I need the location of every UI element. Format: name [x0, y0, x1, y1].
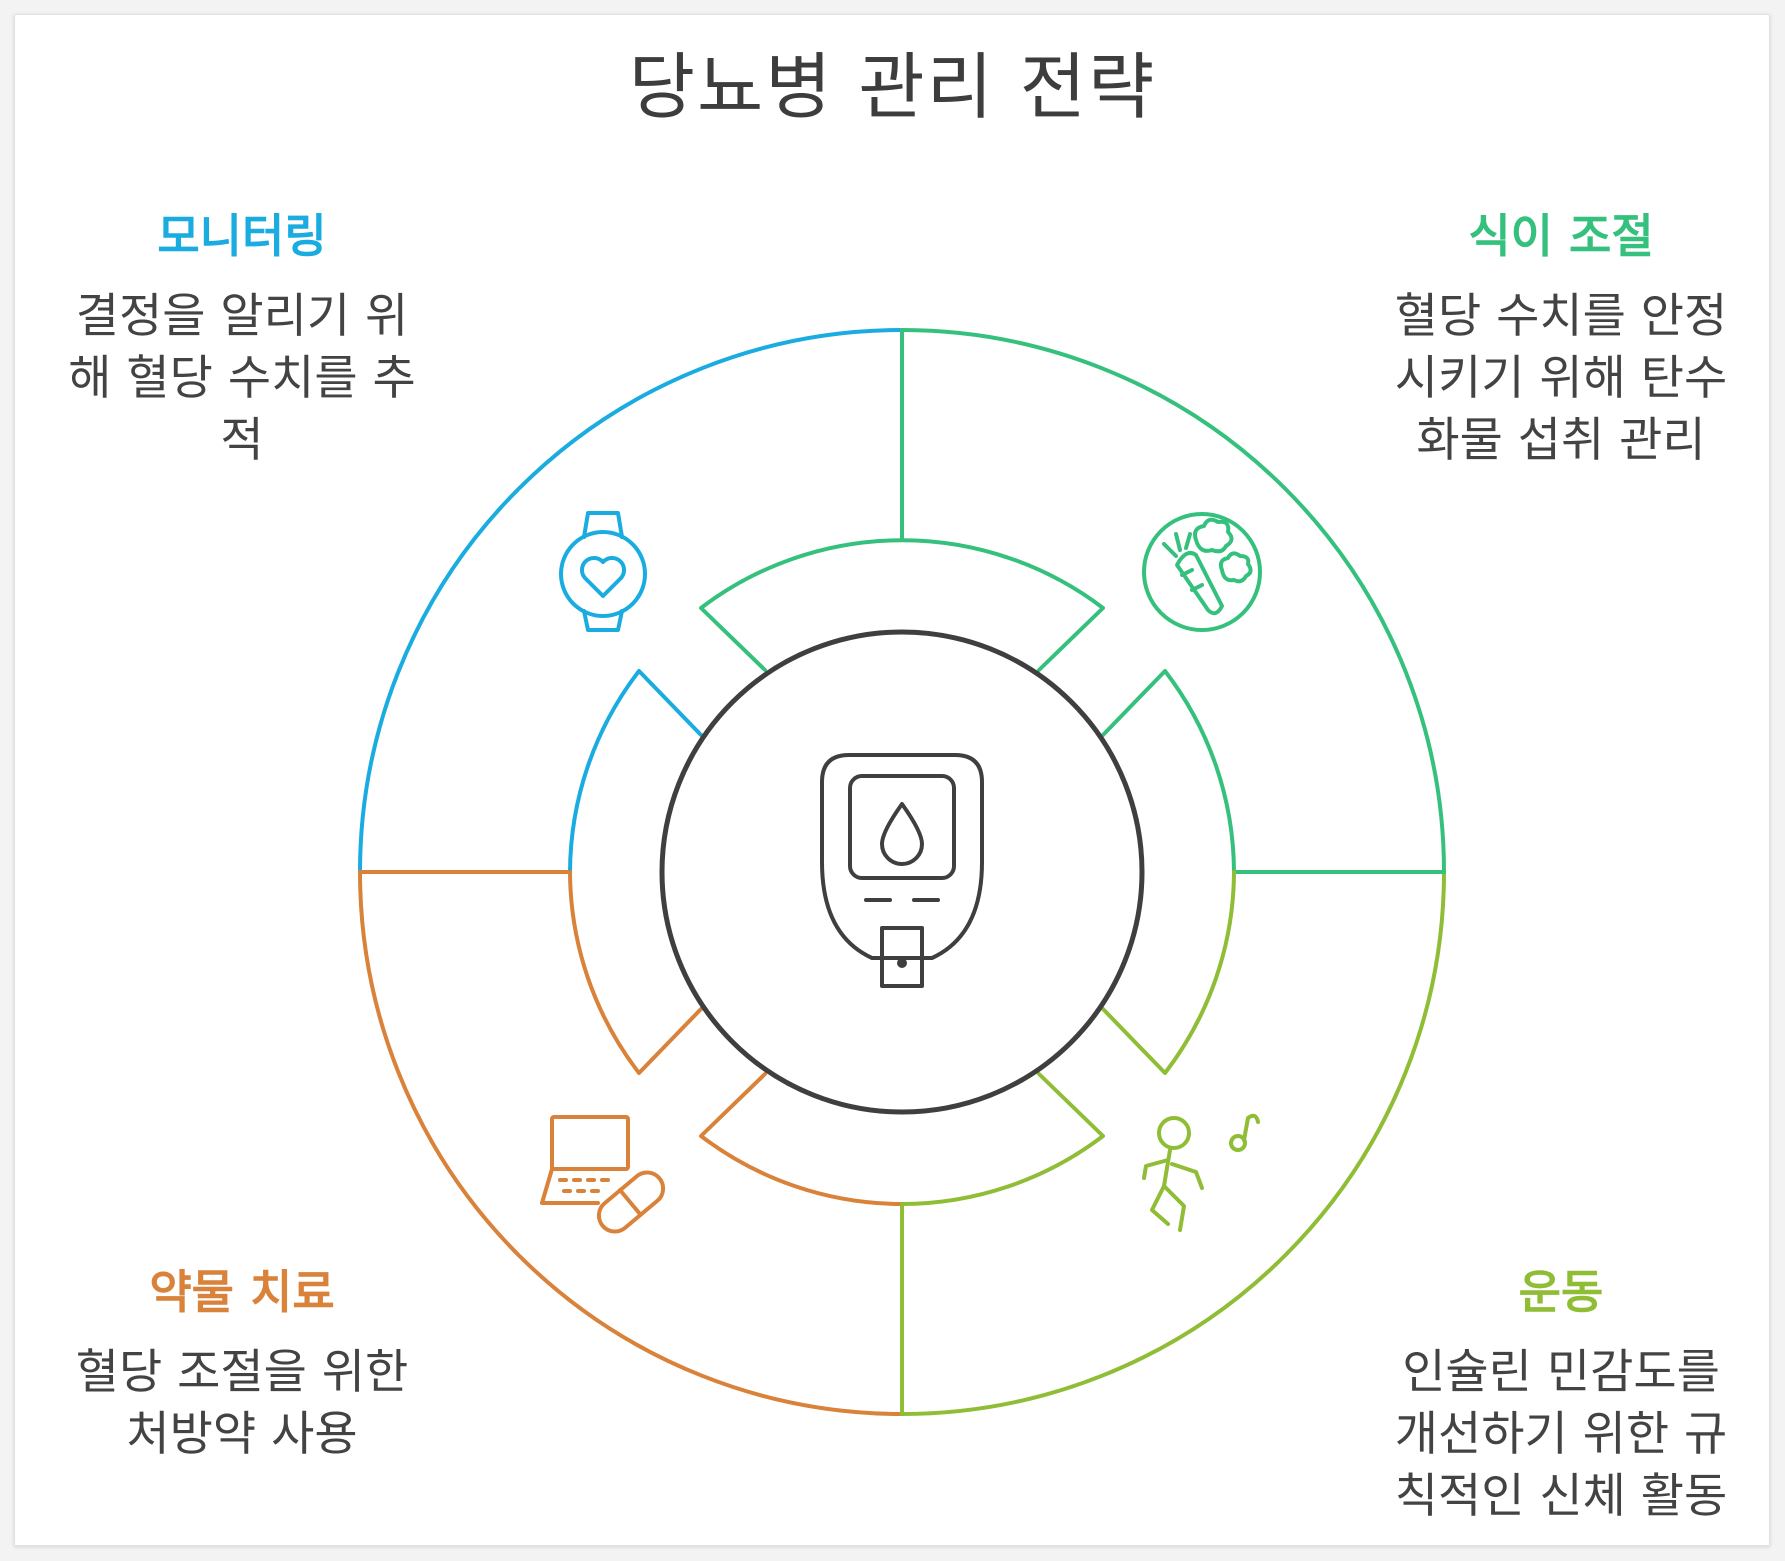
- exercise-desc-line: 인슐린 민감도를: [1402, 1345, 1720, 1400]
- laptop-pill-icon: [540, 1115, 666, 1234]
- exercise-desc-line: 칙적인 신체 활동: [1394, 1469, 1728, 1524]
- outer-arc-exercise: [900, 870, 1446, 1416]
- monitoring-desc-line: 해 혈당 수치를 추: [68, 351, 416, 406]
- inner-segment-right: [1101, 669, 1236, 874]
- glucose-meter-icon: [820, 753, 984, 988]
- outer-arc-diet: [900, 328, 1446, 874]
- smartwatch-heart-icon: [559, 511, 647, 632]
- quadrant-diet: 식이 조절 혈당 수치를 안정 시키기 위해 탄수 화물 섭취 관리: [1366, 206, 1756, 472]
- diet-desc-line: 혈당 수치를 안정: [1394, 289, 1728, 344]
- quadrant-monitoring: 모니터링 결정을 알리기 위 해 혈당 수치를 추 적: [32, 206, 452, 472]
- monitoring-heading: 모니터링: [157, 209, 327, 263]
- diet-description: 혈당 수치를 안정 시키기 위해 탄수 화물 섭취 관리: [1366, 286, 1756, 472]
- outer-arc-monitoring: [358, 328, 904, 874]
- medication-desc-line: 혈당 조절을 위한: [75, 1345, 409, 1400]
- page-title: 당뇨병 관리 전략: [628, 45, 1157, 129]
- monitoring-desc-line: 적: [220, 413, 264, 468]
- exercise-heading: 운동: [1518, 1265, 1604, 1319]
- medication-desc-line: 처방약 사용: [126, 1407, 358, 1462]
- dancing-person-icon: [1142, 1113, 1260, 1232]
- medication-heading: 약물 치료: [149, 1265, 335, 1319]
- diet-heading: 식이 조절: [1468, 209, 1654, 263]
- center-circle: [659, 629, 1145, 1115]
- medication-description: 혈당 조절을 위한 처방약 사용: [32, 1342, 452, 1466]
- monitoring-description: 결정을 알리기 위 해 혈당 수치를 추 적: [32, 286, 452, 472]
- diet-desc-line: 화물 섭취 관리: [1416, 413, 1706, 468]
- inner-segment-bottom-left: [699, 1072, 904, 1206]
- exercise-description: 인슐린 민감도를 개선하기 위한 규 칙적인 신체 활동: [1366, 1342, 1756, 1528]
- exercise-desc-line: 개선하기 위한 규: [1394, 1407, 1728, 1462]
- quadrant-medication: 약물 치료 혈당 조절을 위한 처방약 사용: [32, 1262, 452, 1466]
- outer-arc-medication: [358, 870, 904, 1416]
- vegetables-carrot-icon: [1142, 512, 1262, 632]
- diet-desc-line: 시키기 위해 탄수: [1394, 351, 1728, 406]
- inner-segment-left-lower: [568, 870, 703, 1075]
- monitoring-desc-line: 결정을 알리기 위: [75, 289, 409, 344]
- inner-segment-top: [699, 538, 1105, 672]
- inner-segment-right-lower: [1101, 870, 1236, 1075]
- inner-segment-left: [568, 669, 703, 874]
- quadrant-exercise: 운동 인슐린 민감도를 개선하기 위한 규 칙적인 신체 활동: [1366, 1262, 1756, 1528]
- inner-segment-bottom-right: [900, 1072, 1105, 1206]
